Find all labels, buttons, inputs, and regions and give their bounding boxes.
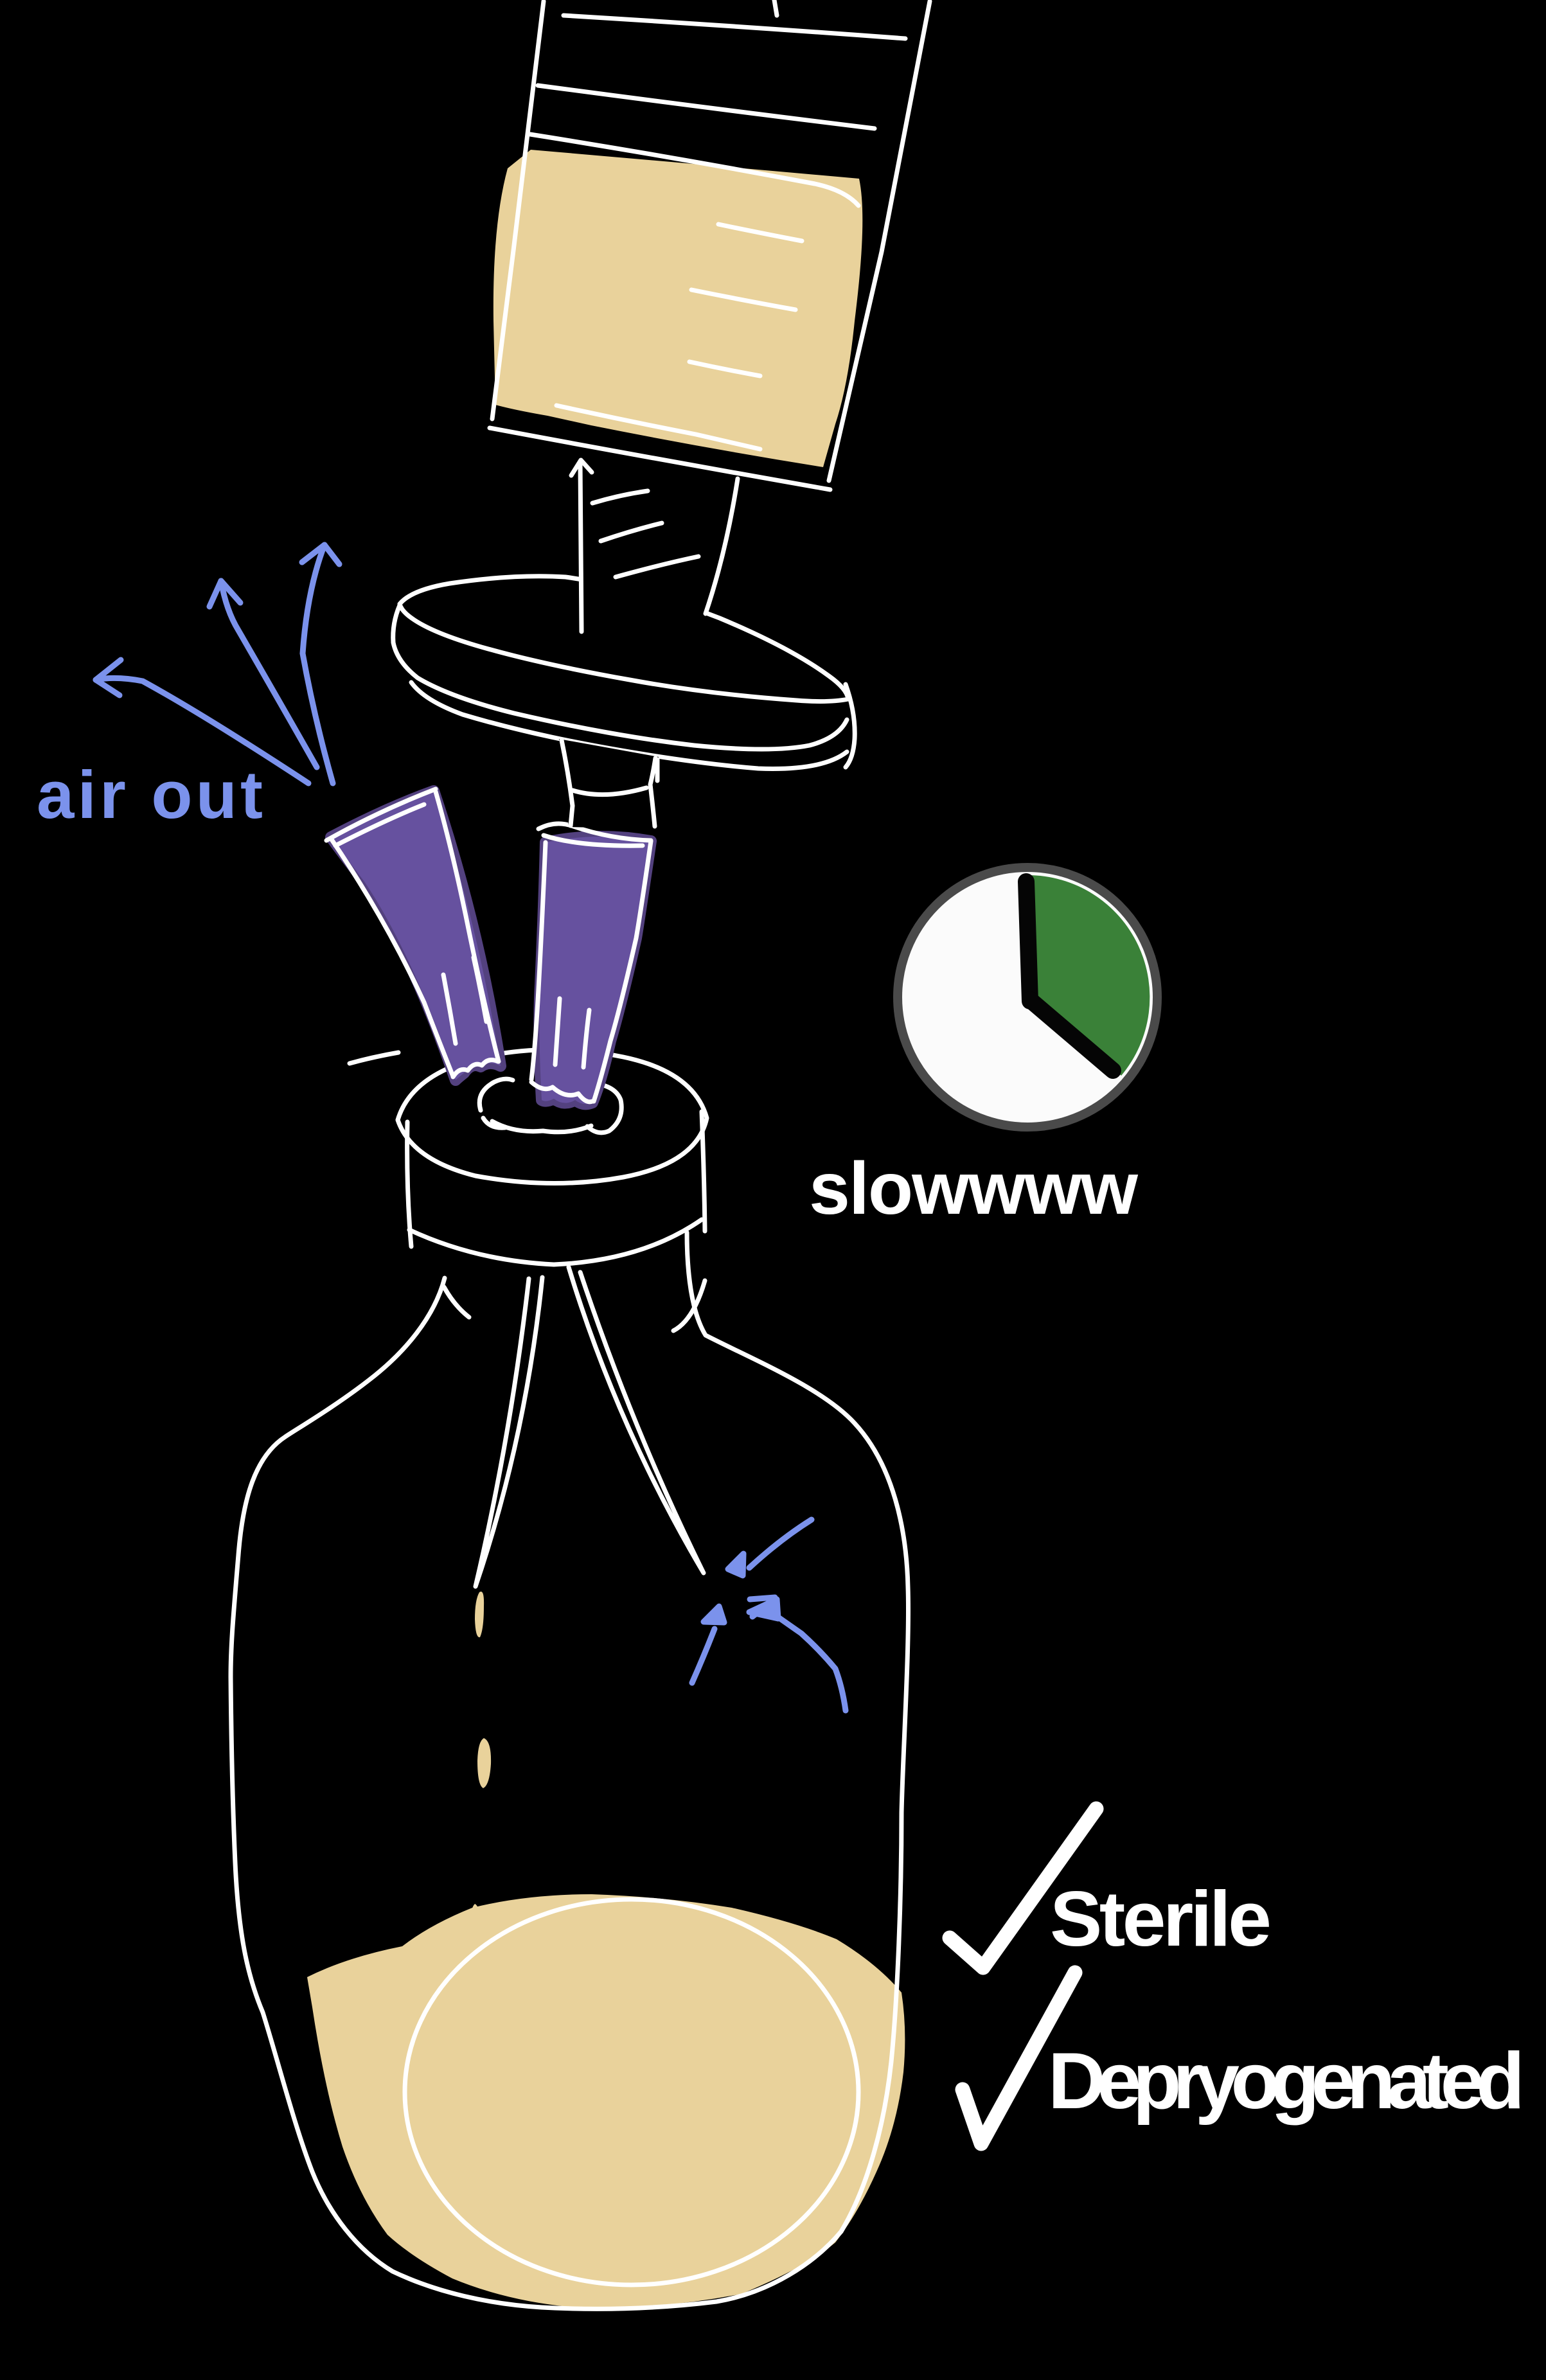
svg-text:Sterile: Sterile: [1050, 1875, 1272, 1962]
svg-text:slowwww: slowwww: [809, 1148, 1139, 1230]
svg-text:Depryogenated: Depryogenated: [1048, 2037, 1525, 2126]
